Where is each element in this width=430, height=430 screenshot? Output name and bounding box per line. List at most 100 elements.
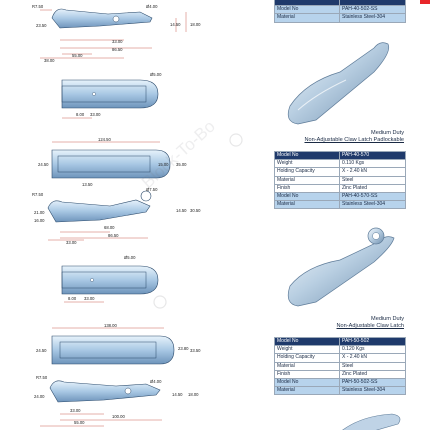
spec-label: Weight [274, 345, 340, 355]
spec-label: Model No [274, 336, 340, 347]
dim-d2-c: 33.00 [90, 112, 101, 117]
spec-label: Holding Capacity [274, 167, 340, 177]
spec-value: X - 2.40 kN [339, 353, 406, 363]
dim-d5-a: Ø5.00 [124, 255, 136, 260]
dim-d6-a: 138.00 [104, 323, 117, 328]
dim-d3-a: 124.50 [98, 137, 111, 142]
dim-d1-e: 18.00 [190, 22, 201, 27]
spec-value: Steel [339, 175, 406, 185]
spec-value: Zinc Plated [339, 369, 406, 380]
spec-value: PAH-40-570-SS [339, 192, 406, 202]
spec-value: PAH-40-502-SS [339, 5, 406, 15]
dim-d4-i: 30.50 [190, 208, 201, 213]
dim-d3-e: 13.50 [82, 182, 93, 187]
dim-d1-g: 86.50 [112, 47, 123, 52]
spec-label: Model No [274, 378, 340, 388]
drawing-side-view-2: R7.50 Ø7.50 21.00 16.00 33.00 68.00 86.5… [32, 187, 201, 245]
drawing-side-view-1: R7.50 Ø4.00 23.50 14.50 18.00 33.00 86.5… [32, 4, 201, 63]
dim-d4-d: 16.00 [34, 218, 45, 223]
product-photo-2 [287, 227, 395, 307]
product-2-title: Medium Duty [371, 316, 404, 322]
spec-label: Model No [274, 192, 340, 202]
dim-d4-h: 14.50 [176, 208, 187, 213]
dim-d2-a: Ø5.00 [150, 72, 162, 77]
dim-d5-b: 8.00 [68, 296, 77, 301]
dim-d2-b: 8.00 [76, 112, 85, 117]
corner-accent [420, 0, 430, 4]
spec-label: Material [274, 361, 340, 371]
dim-d4-b: Ø7.50 [146, 187, 158, 192]
dim-d1-d: 14.50 [170, 22, 181, 27]
spec-value: Zinc Plated [339, 183, 406, 194]
dim-d4-g: 86.50 [108, 233, 119, 238]
spec-value: PAH-50-502 [339, 336, 406, 347]
drawing-top-view-4: 138.00 24.50 23.80 33.50 [36, 323, 201, 365]
dim-d1-a: R7.50 [32, 4, 44, 9]
product-photo-1 [287, 42, 390, 125]
dim-d1-h: 38.00 [44, 58, 55, 63]
dim-d5-c: 33.00 [84, 296, 95, 301]
product-2-heading: Medium Duty Non-Adjustable Claw Latch [337, 316, 404, 330]
watermark-circle [153, 295, 167, 309]
spec-label: Finish [274, 369, 340, 380]
spec-value: PAH-40-570 [339, 150, 406, 161]
dim-d1-f: 33.00 [112, 39, 123, 44]
technical-drawings: R7.50 Ø4.00 23.50 14.50 18.00 33.00 86.5… [32, 4, 243, 427]
dim-d3-d: 35.00 [176, 162, 187, 167]
spec-label: Material [274, 386, 340, 396]
product-1-heading: Medium Duty Non-Adjustable Claw Latch Pa… [304, 130, 404, 144]
dim-d3-c: 15.00 [158, 162, 169, 167]
dim-d3-b: 24.50 [38, 162, 49, 167]
spec-value: 0.120 Kgs [339, 345, 406, 355]
product-2-subtitle: Non-Adjustable Claw Latch [336, 323, 404, 329]
dim-d1-b: Ø4.00 [146, 4, 158, 9]
spec-label: Holding Capacity [274, 353, 340, 363]
spec-label: Model No [274, 150, 340, 161]
dim-d7-e: 18.00 [188, 392, 199, 397]
dim-d7-a: R7.50 [36, 375, 48, 380]
product-photo-3 [342, 413, 401, 430]
product-1-subtitle: Non-Adjustable Claw Latch Padlockable [304, 137, 404, 143]
drawing-side-view-3: R7.50 Ø4.00 24.00 14.50 18.00 33.00 100.… [34, 375, 199, 427]
dim-d7-f: 33.00 [70, 408, 81, 413]
spec-value: Stainless Steel-304 [339, 386, 406, 396]
product-1-title: Medium Duty [371, 130, 404, 136]
spec-value: Stainless Steel-304 [339, 13, 406, 23]
dim-d7-h: 55.00 [74, 420, 85, 425]
spec-label: Material [274, 200, 340, 210]
drawing-top-view-3: Ø5.00 8.00 33.00 [61, 255, 159, 303]
spec-label: Material [274, 13, 340, 23]
dim-d6-d: 33.50 [190, 348, 201, 353]
dim-d7-d: 14.50 [172, 392, 183, 397]
dim-d7-c: 24.00 [34, 394, 45, 399]
watermark-circle [229, 133, 243, 147]
spec-value: Stainless Steel-304 [339, 200, 406, 210]
dim-d7-b: Ø4.00 [150, 379, 162, 384]
drawing-top-view-1: Ø5.00 8.00 33.00 [61, 72, 162, 119]
spec-label: Model No [274, 5, 340, 15]
dim-d6-b: 24.50 [36, 348, 47, 353]
spec-label: Material [274, 175, 340, 185]
dim-d1-i: 55.00 [72, 53, 83, 58]
spec-value: X - 2.40 kN [339, 167, 406, 177]
dim-d7-g: 100.00 [112, 414, 125, 419]
dim-d4-c: 21.00 [34, 210, 45, 215]
dim-d6-c: 23.80 [178, 346, 189, 351]
